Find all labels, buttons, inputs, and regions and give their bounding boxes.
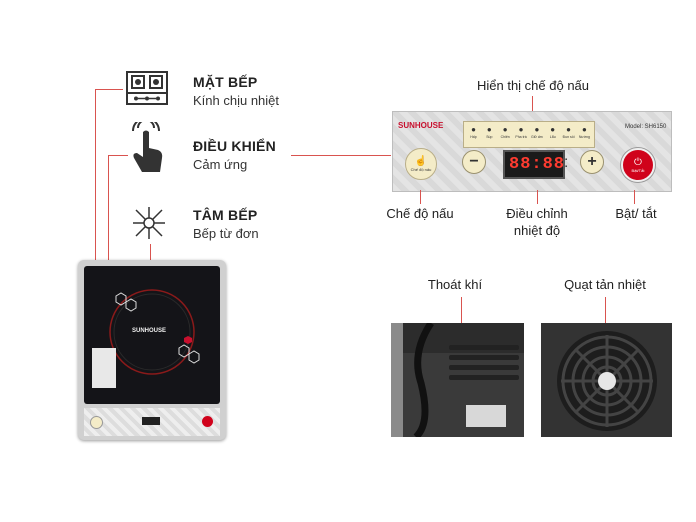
connector-line — [532, 96, 533, 122]
mode-icon: ● — [534, 125, 540, 134]
mode-label: Lẩu — [549, 135, 556, 139]
feature-subtitle: Kính chịu nhiệt — [193, 93, 280, 108]
feature-stove: MẶT BẾP Kính chịu nhiệt — [193, 74, 279, 108]
temp-caption-line: Điều chỉnh — [506, 206, 568, 221]
mode-icon: ● — [518, 125, 524, 134]
mode-item: ●Nướng — [577, 124, 592, 139]
mode-label: Pha trà — [515, 135, 527, 139]
panel-brand: SUNHOUSE — [398, 121, 444, 130]
mode-item: ●Súp — [482, 124, 497, 139]
mode-icon: ● — [566, 125, 571, 134]
connector-line — [461, 297, 462, 337]
feature-title: ĐIỀU KHIỂN — [193, 138, 276, 154]
display-value: 88:88 — [509, 155, 566, 174]
mode-label: Chiên — [500, 135, 510, 139]
plus-button[interactable]: + — [580, 150, 604, 174]
cooktop-brand: SUNHOUSE — [132, 328, 167, 334]
plus-icon: + — [587, 153, 597, 170]
mode-item: ●Hấp — [466, 124, 481, 139]
feature-control: ĐIỀU KHIỂN Cảm ứng — [193, 138, 276, 172]
minus-button[interactable]: − — [462, 150, 486, 174]
feature-center: TÂM BẾP Bếp từ đơn — [193, 207, 259, 241]
vent-photo — [391, 323, 524, 437]
cooktop-control-strip — [84, 408, 220, 436]
induction-center-icon — [132, 206, 166, 240]
mode-button[interactable]: ☝ Chế độ nấu — [405, 148, 437, 180]
digital-display: 88:88 — [503, 150, 565, 179]
fan-caption: Quạt tản nhiệt — [564, 277, 646, 292]
fan-photo — [541, 323, 672, 437]
power-button[interactable]: ⏻ Bật/Tắt — [621, 148, 655, 182]
connector-line — [291, 155, 391, 156]
mode-label: Giữ ấm — [531, 135, 543, 139]
mode-button-label: Chế độ nấu — [410, 166, 432, 172]
mode-item: ●Pha trà — [514, 124, 529, 139]
minus-icon: − — [469, 153, 479, 170]
temp-caption: Điều chỉnh nhiệt độ — [487, 206, 587, 238]
stove-icon — [126, 71, 168, 105]
hand-icon: ☝ — [414, 155, 428, 167]
cooktop-glass: SUNHOUSE — [84, 266, 220, 404]
mode-icon: ● — [486, 125, 492, 134]
connector-line — [605, 297, 606, 342]
connector-line — [420, 190, 421, 204]
mode-item: ●Đun sôi — [561, 124, 576, 139]
connector-line — [634, 190, 635, 204]
connector-line — [95, 89, 96, 354]
cooktop-mode-knob — [90, 416, 103, 429]
cooktop-power-knob — [202, 416, 213, 427]
mode-label: Đun sôi — [562, 135, 575, 139]
mode-icon: ● — [471, 125, 476, 134]
cooktop-display — [142, 417, 160, 425]
temp-caption-line: nhiệt độ — [513, 223, 561, 238]
mode-icons-strip: ●Hấp●Súp●Chiên●Pha trà●Giữ ấm●Lẩu●Đun sô… — [463, 121, 595, 148]
vent-caption: Thoát khí — [427, 277, 483, 292]
mode-label: Nướng — [578, 135, 590, 139]
indicator-dots: ▪▪ — [565, 157, 568, 170]
feature-subtitle: Bếp từ đơn — [193, 226, 259, 241]
cooktop-product: SUNHOUSE — [78, 260, 226, 440]
connector-line — [108, 155, 128, 156]
display-caption: Hiển thị chế độ nấu — [476, 78, 590, 93]
control-panel: SUNHOUSE ●Hấp●Súp●Chiên●Pha trà●Giữ ấm●L… — [392, 111, 672, 192]
mode-label: Súp — [486, 135, 493, 139]
power-caption: Bật/ tắt — [615, 206, 657, 221]
mode-icon: ● — [581, 125, 587, 134]
power-icon: ⏻ — [634, 156, 642, 168]
panel-model: Model: SH6150 — [625, 124, 667, 130]
feature-subtitle: Cảm ứng — [193, 157, 248, 172]
mode-caption: Chế độ nấu — [386, 206, 454, 221]
connector-line — [537, 190, 538, 204]
mode-item: ●Chiên — [498, 124, 513, 139]
mode-icon: ● — [502, 125, 508, 134]
connector-line — [95, 89, 123, 90]
mode-item: ●Giữ ấm — [529, 124, 544, 139]
mode-icon: ● — [550, 125, 556, 134]
power-button-label: Bật/Tắt — [631, 167, 645, 173]
feature-title: TÂM BẾP — [193, 207, 258, 223]
feature-title: MẶT BẾP — [193, 74, 258, 90]
mode-label: Hấp — [470, 135, 477, 139]
mode-item: ●Lẩu — [545, 124, 560, 139]
touch-hand-icon — [130, 117, 166, 174]
